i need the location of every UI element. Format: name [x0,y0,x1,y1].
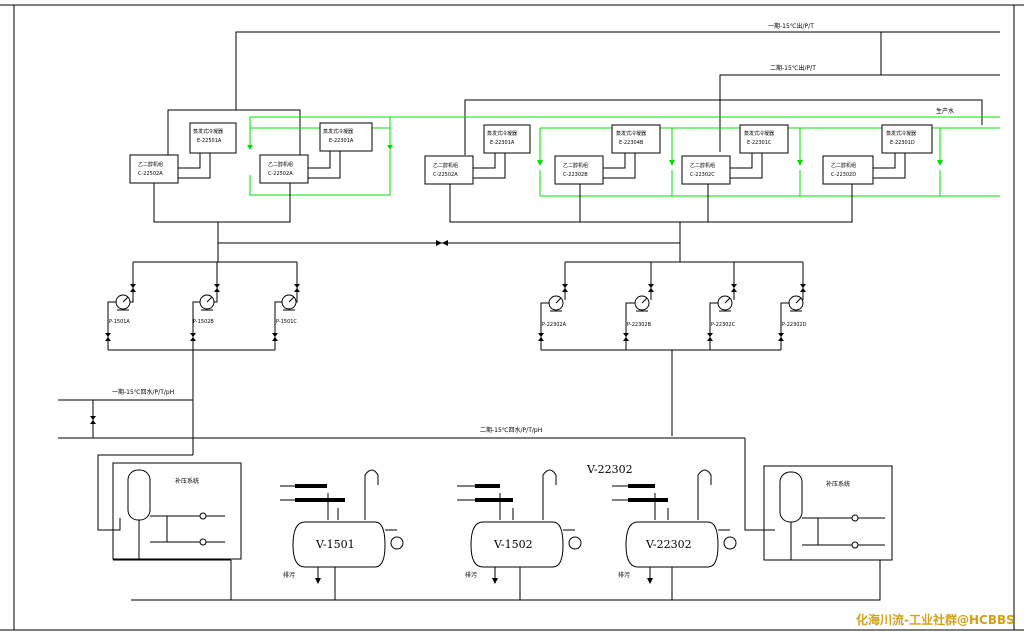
svg-text:E-22304B: E-22304B [619,140,644,146]
vessel-v1502 [457,469,582,600]
watermark: 化海川流-工业社群@HCBBS [856,612,1015,627]
cooler-6: 蒸发式冷凝器 E-22301D [881,124,933,154]
compressor-2: 乙二醇机组 C-22502A [259,154,309,184]
svg-text:C-22302D: C-22302D [831,172,856,178]
svg-text:C-22502A: C-22502A [268,171,293,177]
compressor-1: 乙二醇机组 C-22502A [129,154,179,184]
pump-p22302b [625,295,650,325]
pressure-system-right-label: 补压系统 [826,480,850,488]
link-2b [308,151,341,179]
svg-text:蒸发式冷凝器: 蒸发式冷凝器 [886,130,916,137]
cooler-4: 蒸发式冷凝器 E-22304B [611,124,661,154]
return-line-1-label: 一期-15℃回水/P/T/pH [112,388,174,396]
link-4 [603,153,626,169]
return-lines [58,399,775,531]
vessel-v1502-label: V-1502 [493,538,533,551]
pump-p22302d [780,295,804,325]
vessel-v22302 [612,469,737,600]
pressure-system-right [763,465,893,561]
svg-text:蒸发式冷凝器: 蒸发式冷凝器 [193,128,223,135]
pressure-system-left [112,462,242,560]
compressor-3: 乙二醇机组 C-22502A [424,155,474,185]
svg-text:乙二醇机组: 乙二醇机组 [831,162,856,169]
link-1 [178,153,201,169]
vessel-v22302-label: V-22302 [645,538,692,551]
link-5 [730,153,753,169]
svg-text:E-22301A: E-22301A [329,138,354,144]
supply-header-1-label: 一期-15℃出/P/T [768,22,814,30]
right-pump-header [540,261,804,436]
pump-p1502b-label: P-1502B [193,319,214,325]
svg-text:蒸发式冷凝器: 蒸发式冷凝器 [744,130,774,137]
bottom-header [113,559,881,601]
supply-header-2-label: 二期-15℃出/P/T [770,64,816,72]
svg-text:蒸发式冷凝器: 蒸发式冷凝器 [487,130,517,137]
pump-p1501c-label: P-1501C [276,319,297,325]
link-6b [873,153,906,179]
svg-text:乙二醇机组: 乙二醇机组 [563,162,588,169]
phase2-frame [464,99,983,155]
phase1-frame [167,109,301,155]
pressure-system-left-label: 补压系统 [175,477,199,485]
link-4b [603,153,636,179]
pump-p22302b-label: P-22302B [627,322,652,328]
svg-text:乙二醇机组: 乙二醇机组 [268,161,293,168]
valves [90,284,806,424]
svg-text:E-22501A: E-22501A [197,138,222,144]
link-3 [473,153,496,169]
svg-text:乙二醇机组: 乙二醇机组 [138,161,163,168]
pump-p22302d-label: P-22302D [782,322,807,328]
svg-text:E-22301A: E-22301A [490,140,515,146]
svg-text:C-22302C: C-22302C [690,172,715,178]
supply-header-2 [719,74,1000,152]
vessel-header-label: V-22302 [586,463,633,476]
pump-p22302a-label: P-22302A [542,322,567,328]
svg-text:乙二醇机组: 乙二醇机组 [690,162,715,169]
link-1b [178,153,211,179]
drain-3-label: 排污 [618,571,630,579]
pump-p1502b [192,294,218,322]
cooler-2: 蒸发式冷凝器 E-22301A [319,122,373,152]
cooler-3: 蒸发式冷凝器 E-22301A [483,124,531,154]
cooler-1: 蒸发式冷凝器 E-22501A [189,122,237,154]
link-2 [308,151,331,169]
vessel-v1501 [280,469,404,600]
svg-text:C-22502A: C-22502A [433,172,458,178]
pump-p1501a [107,294,134,322]
pump-p22302a [540,295,564,325]
svg-text:蒸发式冷凝器: 蒸发式冷凝器 [616,130,646,137]
drain-2-label: 排污 [465,571,477,579]
drain-1-label: 排污 [283,571,295,579]
vessel-v1501-label: V-1501 [315,538,355,551]
svg-text:E-22301C: E-22301C [747,140,772,146]
svg-text:E-22301D: E-22301D [890,140,915,146]
cooler-5: 蒸发式冷凝器 E-22301C [739,124,789,154]
left-pump-header [107,261,298,455]
link-6 [873,153,896,169]
pump-p1501a-label: P-1501A [109,319,130,325]
pump-p22302c-label: P-22302C [711,322,736,328]
discharge-lines [153,183,853,262]
cooling-water-label: 生产水 [936,107,954,115]
link-3b [473,153,506,179]
svg-text:蒸发式冷凝器: 蒸发式冷凝器 [323,128,353,135]
compressor-5: 乙二醇机组 C-22302C [681,155,731,185]
pump-p1501c [274,294,298,322]
svg-text:乙二醇机组: 乙二醇机组 [433,162,458,169]
compressor-4: 乙二醇机组 C-22302B [554,155,604,185]
svg-text:C-22302B: C-22302B [563,172,588,178]
supply-header-1 [235,31,1000,93]
compressor-6: 乙二醇机组 C-22302D [822,155,874,185]
return-line-2-label: 二期-15℃回水/P/T/pH [480,426,542,434]
pump-p22302c [709,295,733,325]
svg-text:C-22502A: C-22502A [138,171,163,177]
link-5b [730,153,763,179]
